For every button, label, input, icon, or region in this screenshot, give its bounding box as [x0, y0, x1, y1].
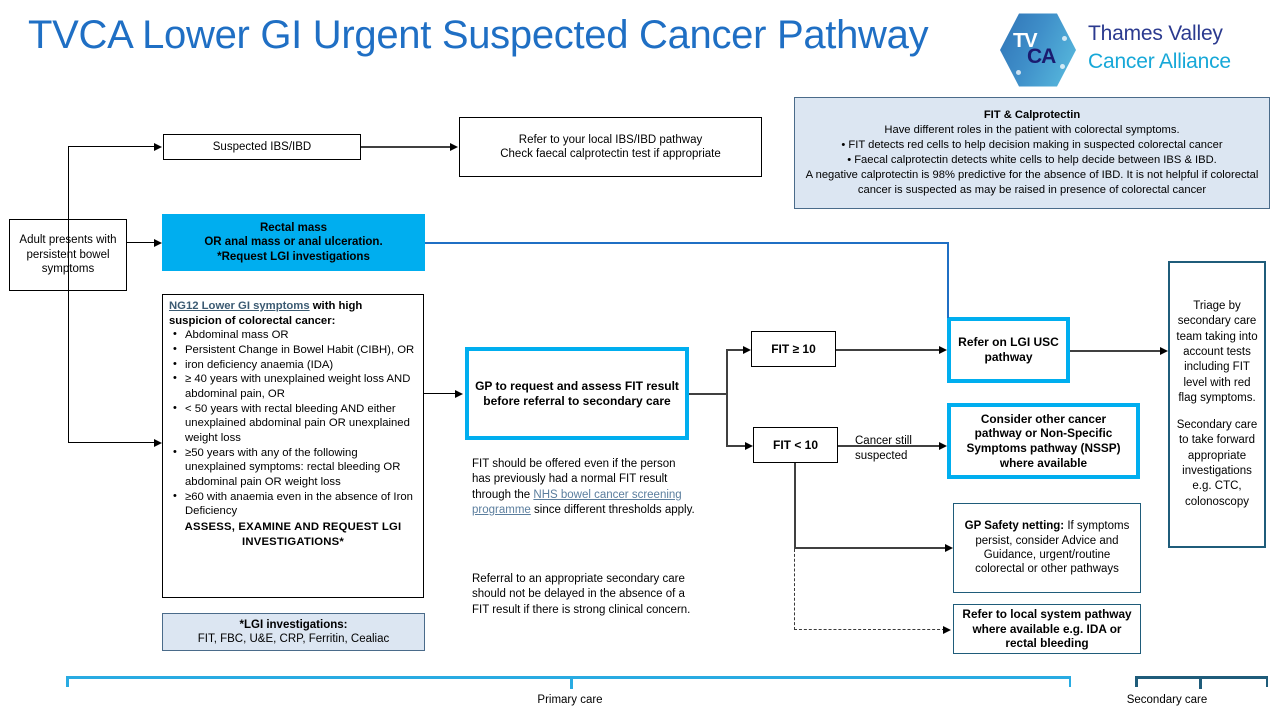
gp-safety-netting-label: GP Safety netting: — [964, 520, 1065, 533]
edge-fit-ge10-to-referral — [836, 349, 939, 351]
logo-name-line2: Cancer Alliance — [1088, 50, 1231, 73]
arrowhead — [939, 345, 947, 354]
edge-rectal-mass-to-lgi-usc — [425, 242, 949, 244]
fit-calprotectin-bullet1: • FIT detects red cells to help decision… — [841, 139, 1223, 151]
logo-mark-ca: CA — [1027, 45, 1056, 68]
arrowhead — [450, 142, 458, 151]
edge-fit-split-vertical — [726, 349, 728, 445]
fit-calprotectin-info-box: FIT & Calprotectin Have different roles … — [794, 97, 1270, 209]
node-ng12-symptoms: NG12 Lower GI symptoms with high suspici… — [162, 294, 424, 598]
node-adult-presents-label: Adult presents with persistent bowel sym… — [19, 234, 117, 275]
rectal-mass-line3: *Request LGI investigations — [217, 250, 370, 263]
arrowhead — [945, 543, 953, 552]
fit-notes-paragraph-1: FIT should be offered even if the person… — [472, 457, 697, 518]
lgi-investigations-title: *LGI investigations: — [239, 618, 348, 631]
list-item: ≥60 with anaemia even in the absence of … — [173, 489, 417, 519]
edge-rectal-mass-riser — [947, 242, 949, 318]
edge-fit-lt10-to-consider — [838, 445, 939, 447]
edge-dashed-down — [794, 549, 795, 630]
arrowhead — [745, 441, 753, 450]
list-item: < 50 years with rectal bleeding AND eith… — [173, 401, 417, 446]
arrowhead — [154, 438, 162, 447]
fit-calprotectin-title: FIT & Calprotectin — [983, 109, 1081, 121]
node-gp-request-fit-label: GP to request and assess FIT result befo… — [475, 378, 679, 408]
edge-label-cancer-still-suspected: Cancer still suspected — [855, 434, 945, 463]
node-fit-ge-10: FIT ≥ 10 — [751, 331, 836, 367]
node-refer-local-system-pathway: Refer to local system pathway where avai… — [953, 604, 1141, 654]
node-gp-request-fit: GP to request and assess FIT result befo… — [465, 347, 689, 440]
list-item: ≥ 40 years with unexplained weight loss … — [173, 371, 417, 401]
edge-ibs-to-refer — [361, 146, 450, 148]
secondary-care-label: Secondary care — [1126, 694, 1208, 706]
list-item: ≥50 years with any of the following unex… — [173, 445, 417, 490]
edge-spine-left — [68, 147, 70, 443]
list-item: Abdominal mass OR — [173, 327, 417, 343]
page-title: TVCA Lower GI Urgent Suspected Cancer Pa… — [28, 13, 929, 57]
node-refer-lgi-usc-label: Refer on LGI USC pathway — [958, 335, 1059, 364]
fit-notes-paragraph-2: Referral to an appropriate secondary car… — [472, 573, 691, 616]
node-consider-other-pathway: Consider other cancer pathway or Non-Spe… — [947, 403, 1140, 479]
fit-notes-1-pre: FIT should be offered even if the person… — [472, 458, 676, 501]
list-item: Persistent Change in Bowel Habit (CIBH),… — [173, 342, 417, 358]
edge-dashed-to-local-pathway — [794, 629, 945, 630]
edge-label-line2: suspected — [855, 449, 908, 462]
fit-calprotectin-line1: Have different roles in the patient with… — [884, 124, 1180, 136]
ng12-heading-rest: with high suspicion of colorectal cancer… — [169, 300, 363, 327]
arrowhead — [455, 389, 463, 398]
arrowhead — [1160, 346, 1168, 355]
list-item: iron deficiency anaemia (IDA) — [173, 357, 417, 373]
arrowhead — [743, 345, 751, 354]
node-fit-lt-10-label: FIT < 10 — [772, 437, 819, 452]
edge-ng12-to-gp-fit — [424, 393, 455, 395]
refer-ibs-line2: Check faecal calprotectin test if approp… — [500, 148, 721, 160]
node-consider-other-pathway-label: Consider other cancer pathway or Non-Spe… — [966, 411, 1121, 470]
triage-paragraph-1: Triage by secondary care team taking int… — [1176, 300, 1258, 404]
rectal-mass-line1: Rectal mass — [259, 221, 328, 234]
arrowhead — [939, 441, 947, 450]
edge-fit-lt10-down — [794, 463, 796, 549]
edge-gp-fit-out — [689, 393, 727, 395]
ng12-heading-link[interactable]: NG12 Lower GI symptoms — [169, 300, 310, 312]
primary-care-label: Primary care — [537, 694, 603, 706]
triage-paragraph-2: Secondary care to take forward appropria… — [1176, 419, 1258, 508]
fit-notes-1-post: since different thresholds apply. — [530, 503, 695, 516]
edge-to-fit-lt-10 — [726, 445, 745, 447]
edge-to-gp-safety-netting — [794, 547, 945, 549]
node-suspected-ibs-ibd-label: Suspected IBS/IBD — [212, 140, 312, 153]
edge-to-ng12 — [68, 442, 154, 444]
node-refer-ibs-ibd-pathway: Refer to your local IBS/IBD pathway Chec… — [459, 117, 762, 177]
arrowhead — [943, 625, 951, 634]
node-triage-secondary-care: Triage by secondary care team taking int… — [1168, 261, 1266, 548]
nhs-bowel-screening-link[interactable]: NHS bowel cancer screening programme — [472, 488, 682, 516]
refer-ibs-line1: Refer to your local IBS/IBD pathway — [518, 133, 703, 146]
tvca-logo: TV CA Thames Valley Cancer Alliance — [1000, 8, 1268, 90]
fit-calprotectin-line2: A negative calprotectin is 98% predictiv… — [805, 169, 1259, 196]
logo-name-line1: Thames Valley — [1088, 22, 1223, 45]
edge-to-suspected-ibs — [68, 146, 154, 148]
arrowhead — [154, 142, 162, 151]
tvca-hexagon-icon: TV CA — [1000, 12, 1076, 88]
ng12-footer: ASSESS, EXAMINE AND REQUEST LGI INVESTIG… — [184, 521, 402, 548]
node-suspected-ibs-ibd: Suspected IBS/IBD — [163, 134, 361, 160]
node-gp-safety-netting: GP Safety netting: If symptoms persist, … — [953, 503, 1141, 593]
logo-mark-tv: TV — [1013, 30, 1038, 52]
edge-to-fit-ge-10 — [726, 349, 743, 351]
fit-calprotectin-bullet2: • Faecal calprotectin detects white cell… — [847, 154, 1217, 166]
node-fit-lt-10: FIT < 10 — [753, 427, 838, 463]
rectal-mass-line2: OR anal mass or anal ulceration. — [204, 236, 383, 249]
node-fit-ge-10-label: FIT ≥ 10 — [771, 341, 816, 356]
node-refer-lgi-usc: Refer on LGI USC pathway — [947, 317, 1070, 383]
edge-label-line1: Cancer still — [855, 435, 912, 447]
edge-adult-to-rectal-mass — [127, 242, 154, 244]
lgi-investigations-list: FIT, FBC, U&E, CRP, Ferritin, Cealiac — [197, 633, 390, 645]
gp-safety-netting-text: If symptoms persist, consider Advice and… — [975, 520, 1130, 576]
node-lgi-investigations: *LGI investigations: FIT, FBC, U&E, CRP,… — [162, 613, 425, 651]
node-refer-local-system-pathway-label: Refer to local system pathway where avai… — [962, 606, 1132, 651]
ng12-bullet-list: Abdominal mass OR Persistent Change in B… — [169, 327, 417, 519]
edge-lgi-usc-to-triage — [1070, 350, 1160, 352]
arrowhead — [154, 238, 162, 247]
node-rectal-mass: Rectal mass OR anal mass or anal ulcerat… — [162, 214, 425, 271]
